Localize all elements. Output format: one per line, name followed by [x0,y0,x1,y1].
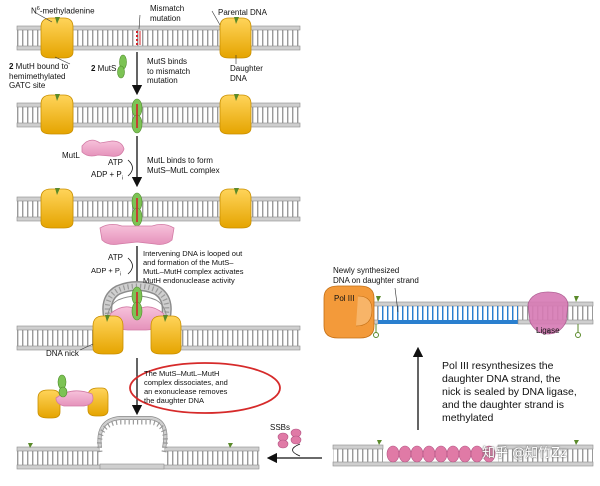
mutL-protein-row3 [99,224,175,245]
label-loop-caption: Intervening DNA is looped out and format… [143,249,244,285]
label-atp-1: ATP [108,158,123,167]
label-mutS: 2 MutS [91,64,117,73]
mutH-protein-row3-right [219,188,252,229]
label-n6-methyladenine: N6-methyladenine [31,6,95,16]
mutH-protein-row1-left [40,17,74,59]
ssb-proteins [277,428,302,449]
label-mutS-binds: MutS binds to mismatch mutation [147,57,191,85]
label-daughter-dna: Daughter DNA [230,64,263,83]
label-adp-1: ADP + Pi [91,170,123,182]
label-mutH-bound: 2 MutH bound to hemimethylated GATC site [9,62,69,90]
dna-row-5-gapped [16,416,260,470]
mutH-protein-row1-right [219,17,252,59]
pol3-protein [323,285,375,339]
label-mutL-binds: MutL binds to form MutS–MutL complex [147,156,220,175]
dissociated-complex [37,374,109,419]
label-adp-2: ADP + Pi [91,266,121,278]
label-pol3: Pol III [334,294,355,303]
label-pol3-caption: Pol III resynthesizes the daughter DNA s… [442,360,577,424]
dna-row-ssb-bound [332,440,594,467]
label-dna-nick: DNA nick [46,349,79,358]
mutS-protein-row3 [131,192,143,227]
mutH-protein-row4-left [92,315,124,355]
mutH-protein-row3-left [40,188,74,229]
mutS-protein-small [117,54,127,79]
label-dissociate-caption: The MutS–MutL–MutH complex dissociates, … [144,369,228,405]
mutS-protein-row4 [131,286,143,321]
label-newly-synthesized: Newly synthesized DNA on daughter strand [333,266,419,285]
label-mutL: MutL [62,151,80,160]
highlight-ring [129,362,281,414]
mutH-protein-row4-right [150,315,182,355]
watermark: 知乎 @知竹Zz [482,446,567,461]
mutH-protein-row2-left [40,94,74,135]
mutH-protein-row2-right [219,94,252,135]
ligase-protein [527,291,569,335]
ssb-chain [386,445,496,463]
dna-row-4-looped [16,281,301,351]
label-mismatch-mutation: Mismatch mutation [150,4,185,23]
label-atp-2: ATP [108,253,123,262]
label-ligase: Ligase [536,326,560,335]
label-parental-dna: Parental DNA [218,8,267,17]
label-ssbs: SSBs [270,423,291,432]
mutL-protein-free [81,139,125,157]
mutS-protein-row2 [131,98,143,134]
